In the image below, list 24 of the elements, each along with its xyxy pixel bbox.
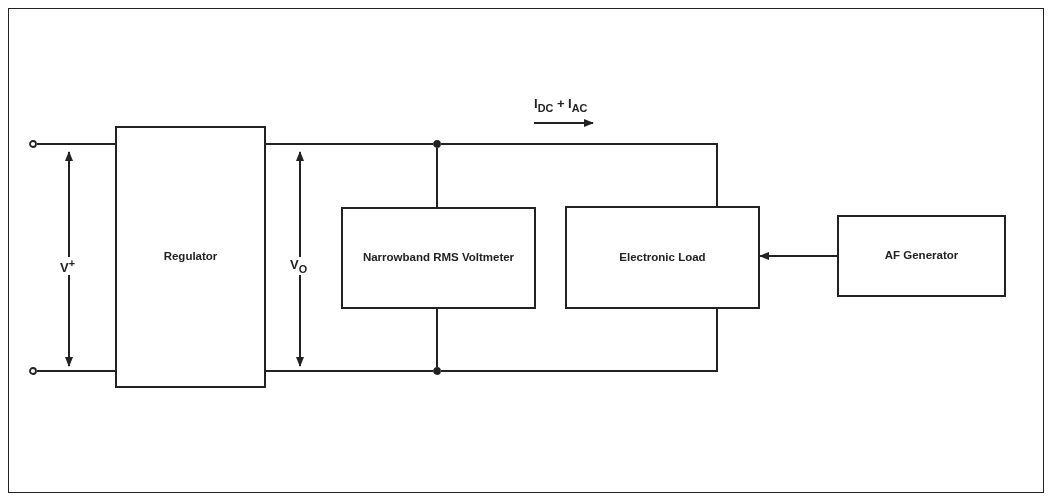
- terminal: [29, 367, 37, 375]
- wire: [436, 147, 438, 208]
- block-box: [565, 206, 760, 309]
- block-label: Regulator: [163, 249, 218, 265]
- voltage-current-label: V$_{O}$: [288, 257, 310, 275]
- wire: [36, 143, 116, 145]
- junction-dot: [433, 367, 441, 375]
- block-label: AF Generator: [884, 248, 959, 264]
- voltage-current-label: I$_{DC}$ + I$_{AC}$: [532, 96, 590, 114]
- block-box: [341, 207, 536, 309]
- block-label: Electronic Load: [619, 249, 706, 265]
- wire: [436, 308, 438, 368]
- terminal: [29, 140, 37, 148]
- wire: [440, 308, 718, 372]
- junction-dot: [433, 140, 441, 148]
- wire: [36, 370, 116, 372]
- arrow: [759, 252, 838, 260]
- block-box: [837, 215, 1006, 297]
- block-label: Narrowband RMS Voltmeter: [362, 250, 515, 266]
- voltage-current-label: V$^{+}$: [58, 257, 77, 276]
- wire: [265, 143, 434, 145]
- wire: [265, 370, 434, 372]
- block-box: [115, 126, 266, 388]
- wire: [440, 143, 718, 207]
